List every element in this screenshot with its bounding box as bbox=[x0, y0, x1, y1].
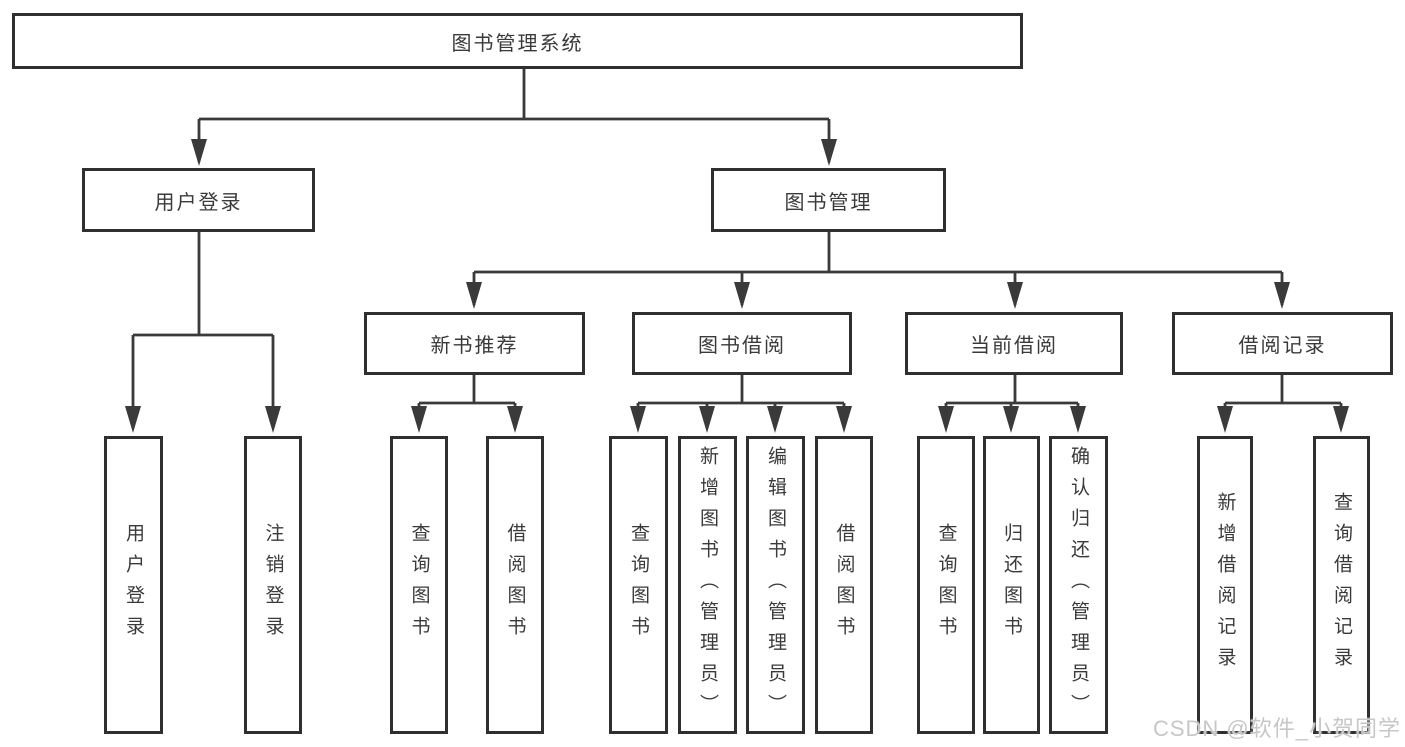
arrowhead bbox=[699, 406, 715, 433]
leaf-label: 查询借阅记录 bbox=[1331, 492, 1352, 678]
leaf-current-return-books: 归还图书 bbox=[983, 436, 1040, 734]
leaf-newbook-borrow-books: 借阅图书 bbox=[486, 436, 544, 734]
arrowhead bbox=[265, 406, 281, 433]
leaf-label: 查询图书 bbox=[935, 523, 957, 647]
arrowhead bbox=[1274, 282, 1290, 309]
leaf-label: 借阅图书 bbox=[833, 523, 855, 647]
leaf-label: 新增借阅记录 bbox=[1214, 492, 1236, 678]
leaf-label: 借阅图书 bbox=[504, 523, 526, 647]
node-label: 新书推荐 bbox=[430, 335, 519, 357]
leaf-records-query-borrow-record: 查询借阅记录 bbox=[1313, 436, 1370, 734]
leaf-label: 编辑图书（管理员） bbox=[765, 445, 786, 725]
node-label: 借阅记录 bbox=[1238, 335, 1327, 357]
arrowhead bbox=[1003, 406, 1019, 433]
leaf-current-query-books: 查询图书 bbox=[917, 436, 975, 734]
leaf-records-add-borrow-record: 新增借阅记录 bbox=[1197, 436, 1253, 734]
node-label: 图书借阅 bbox=[698, 335, 786, 357]
leaf-label: 用户登录 bbox=[123, 523, 144, 647]
leaf-user-login: 用户登录 bbox=[104, 436, 163, 734]
node-current-borrow: 当前借阅 bbox=[905, 312, 1123, 375]
leaf-current-confirm-return-admin: 确认归还（管理员） bbox=[1049, 436, 1108, 734]
arrowhead bbox=[1217, 406, 1233, 433]
leaf-logout: 注销登录 bbox=[244, 436, 302, 734]
arrowhead bbox=[125, 406, 141, 433]
arrowhead bbox=[507, 406, 523, 433]
leaf-borrow-borrow-books: 借阅图书 bbox=[815, 436, 873, 734]
leaf-borrow-edit-books-admin: 编辑图书（管理员） bbox=[746, 436, 805, 734]
arrowhead bbox=[938, 406, 954, 433]
node-book-management: 图书管理 bbox=[711, 168, 946, 232]
arrowhead bbox=[1070, 406, 1086, 433]
node-new-book-recommend: 新书推荐 bbox=[364, 312, 585, 375]
arrowhead bbox=[1333, 406, 1349, 433]
arrowhead bbox=[411, 406, 427, 433]
leaf-label: 确认归还（管理员） bbox=[1068, 445, 1089, 725]
node-label: 图书管理系统 bbox=[451, 32, 584, 55]
node-label: 当前借阅 bbox=[970, 335, 1058, 357]
node-book-borrow: 图书借阅 bbox=[632, 312, 852, 375]
arrowhead bbox=[191, 139, 207, 166]
arrowhead bbox=[821, 139, 837, 166]
node-user-login: 用户登录 bbox=[82, 168, 315, 232]
arrowhead bbox=[767, 406, 783, 433]
leaf-newbook-query-books: 查询图书 bbox=[390, 436, 448, 734]
arrowhead bbox=[734, 282, 750, 309]
node-root-system: 图书管理系统 bbox=[12, 13, 1023, 69]
csdn-watermark: CSDN @软件_小贺同学 bbox=[1152, 716, 1401, 741]
node-borrow-records: 借阅记录 bbox=[1172, 312, 1393, 375]
node-label: 用户登录 bbox=[154, 191, 243, 214]
leaf-label: 归还图书 bbox=[1001, 523, 1022, 647]
arrowhead bbox=[836, 406, 852, 433]
leaf-borrow-query-books: 查询图书 bbox=[609, 436, 668, 734]
leaf-label: 查询图书 bbox=[408, 523, 430, 647]
leaf-borrow-add-books-admin: 新增图书（管理员） bbox=[678, 436, 737, 734]
leaf-label: 注销登录 bbox=[262, 523, 284, 647]
node-label: 图书管理 bbox=[784, 191, 873, 214]
arrowhead bbox=[466, 282, 482, 309]
leaf-label: 新增图书（管理员） bbox=[697, 445, 718, 725]
arrowhead bbox=[630, 406, 646, 433]
arrowhead bbox=[1007, 282, 1023, 309]
leaf-label: 查询图书 bbox=[628, 523, 649, 647]
